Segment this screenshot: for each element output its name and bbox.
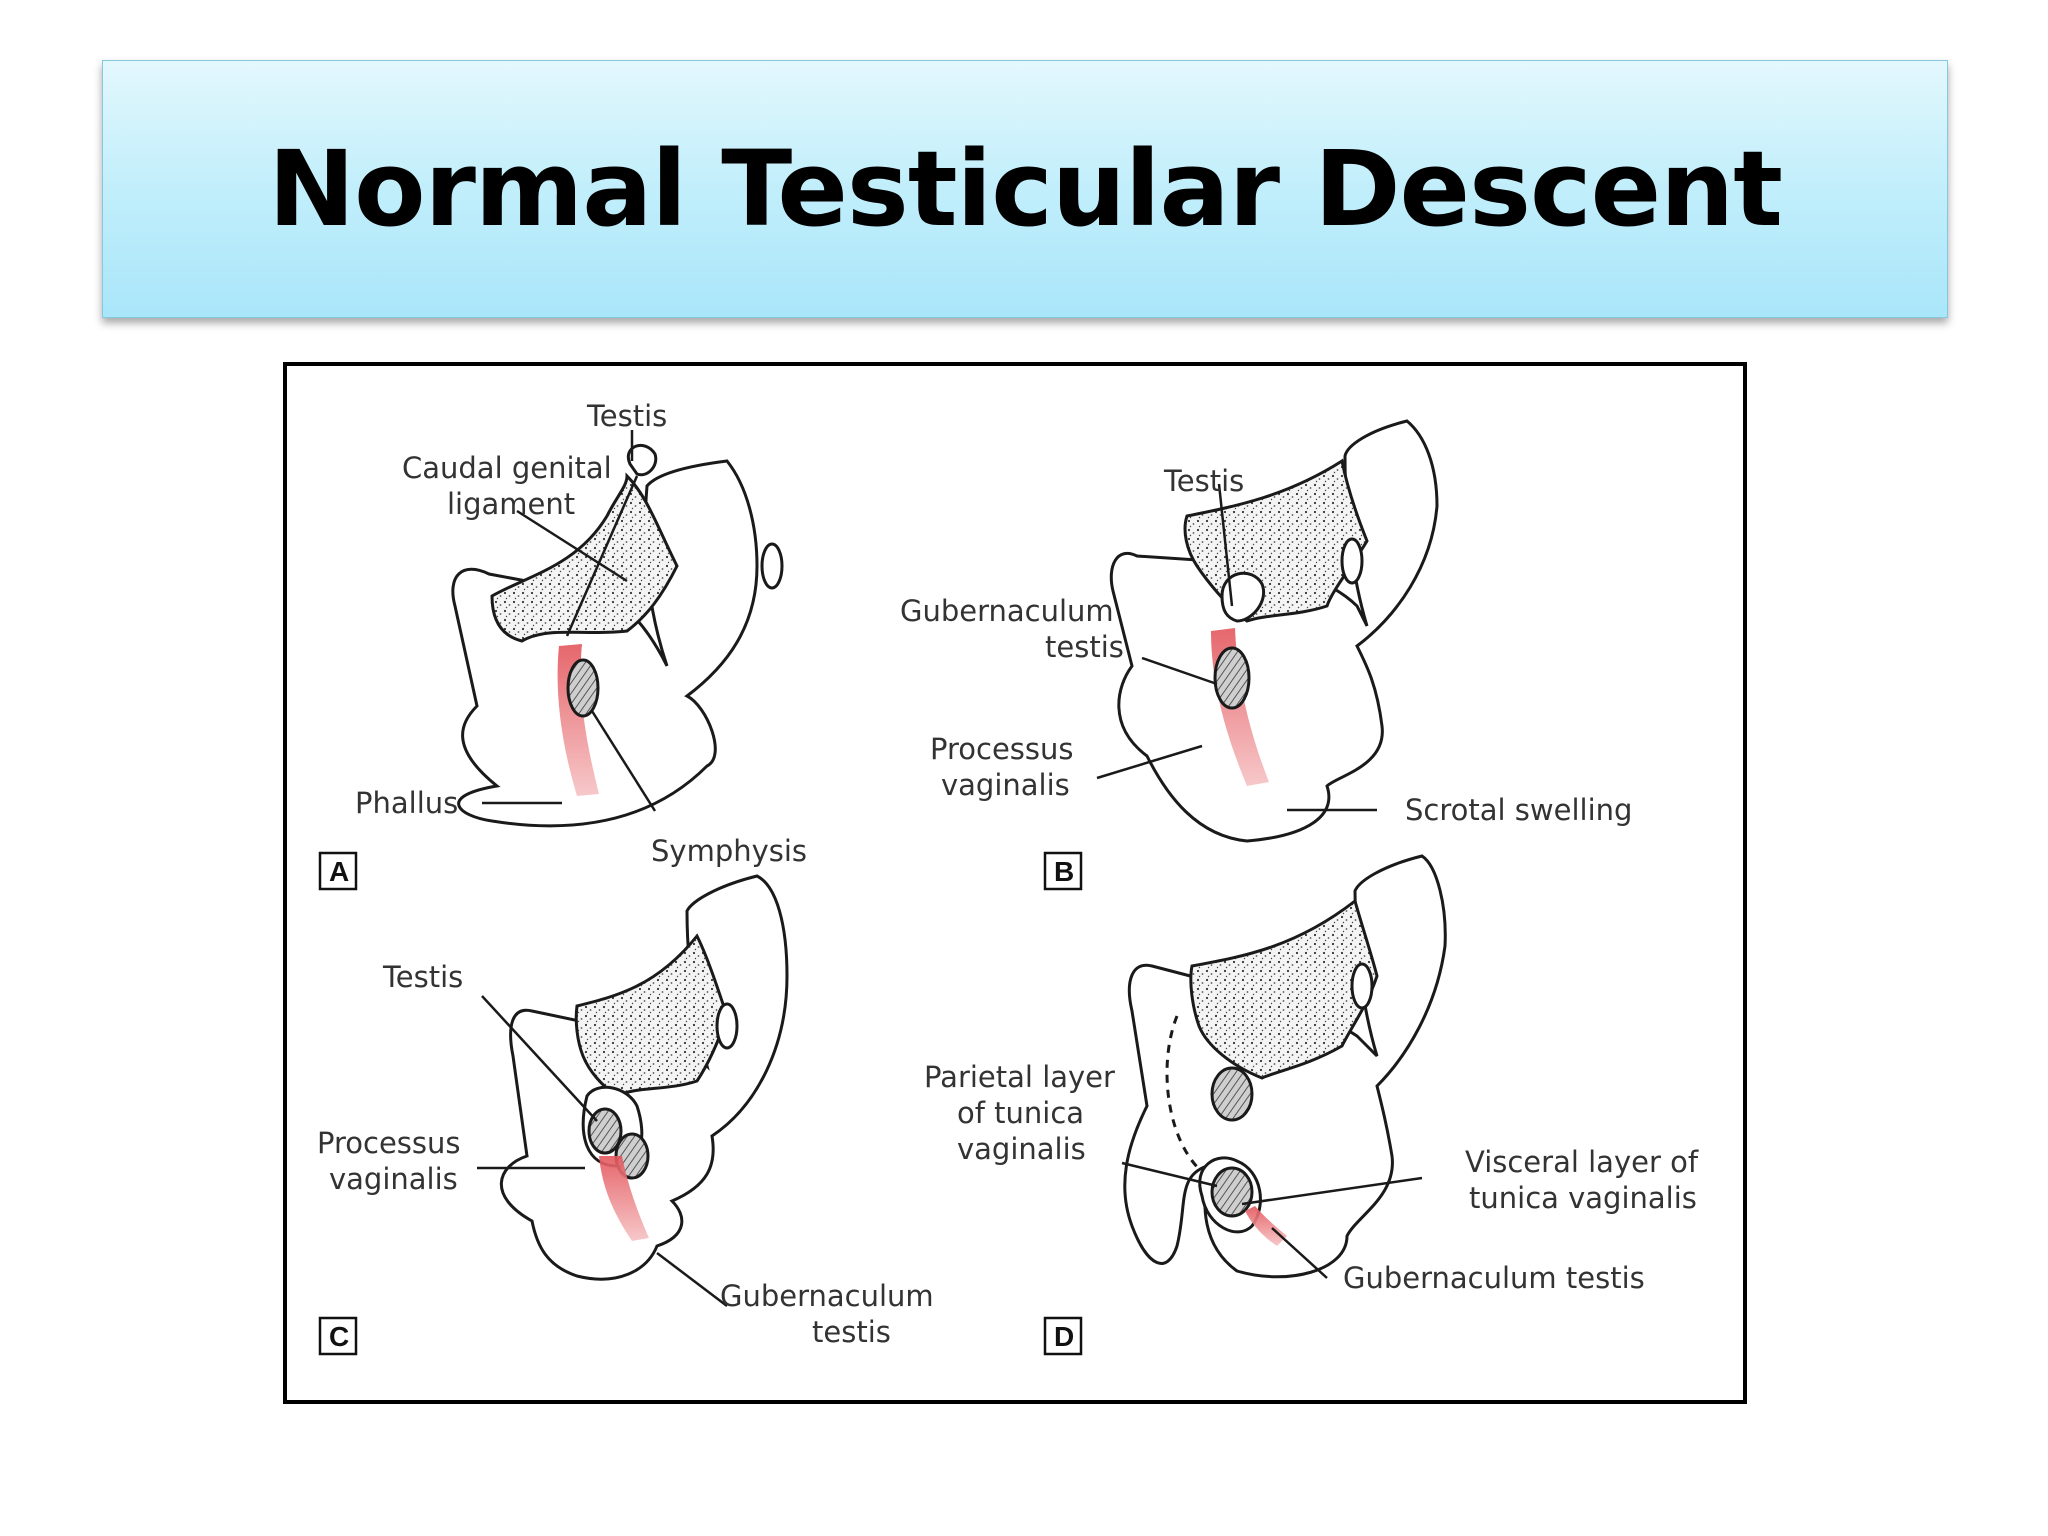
panel-c-pelvis xyxy=(574,933,729,1098)
label-b-proc-line1: Processus xyxy=(930,732,1074,766)
label-d-parietal-line2: of tunica xyxy=(957,1096,1084,1130)
label-a-symphysis: Symphysis xyxy=(651,834,807,868)
label-c-testis: Testis xyxy=(382,960,463,994)
leader-c-testis xyxy=(481,995,598,1122)
label-d-visceral-line1: Visceral layer of xyxy=(1465,1145,1699,1179)
panel-d-gubernaculum xyxy=(1245,1206,1287,1246)
panel-b-testis xyxy=(1220,571,1266,623)
label-c-gub-line2: testis xyxy=(812,1315,891,1349)
leader-d-gubernaculum xyxy=(1271,1227,1328,1279)
leader-a-caudal xyxy=(516,509,628,583)
panel-d-canal xyxy=(1350,962,1374,1010)
panel-d-testis-lower xyxy=(1210,1166,1254,1218)
panel-a-ligament xyxy=(565,475,639,637)
panel-c: Testis Processus vaginalis Gubernaculum … xyxy=(317,874,934,1356)
panel-b-body-outline xyxy=(1109,419,1439,843)
panel-d-letter-box xyxy=(1043,1316,1083,1356)
label-b-gub-line2: testis xyxy=(1045,630,1124,664)
panel-a-letter: A xyxy=(329,856,349,887)
label-a-caudal-line2: ligament xyxy=(447,487,575,521)
panel-d: Parietal layer of tunica vaginalis Visce… xyxy=(924,854,1699,1356)
label-b-testis: Testis xyxy=(1163,464,1244,498)
panel-a-testis xyxy=(626,443,658,477)
panel-a-symphysis xyxy=(566,658,600,718)
panel-b-processus xyxy=(1213,646,1251,710)
label-a-testis: Testis xyxy=(586,399,667,433)
leader-b-gubernaculum xyxy=(1141,656,1218,686)
label-b-proc-line2: vaginalis xyxy=(941,768,1070,802)
panel-a-pelvis xyxy=(490,472,679,643)
label-b-scrotal: Scrotal swelling xyxy=(1405,793,1632,827)
panel-c-canal xyxy=(715,1002,739,1050)
label-c-proc-line2: vaginalis xyxy=(329,1162,458,1196)
panel-d-pelvis xyxy=(1189,898,1379,1080)
label-d-visceral-line2: tunica vaginalis xyxy=(1469,1181,1697,1215)
leader-b-testis xyxy=(1217,483,1234,607)
slide-title: Normal Testicular Descent xyxy=(268,128,1783,250)
panel-c-gubernaculum xyxy=(599,1156,649,1241)
panel-b-letter-box xyxy=(1043,851,1083,891)
leader-d-parietal xyxy=(1121,1161,1218,1188)
leader-c-gubernaculum xyxy=(656,1252,728,1307)
panel-b: Testis Gubernaculum testis Processus vag… xyxy=(900,419,1632,891)
label-d-parietal-line1: Parietal layer xyxy=(924,1060,1115,1094)
panel-d-letter: D xyxy=(1054,1321,1074,1352)
panel-a: Testis Caudal genital ligament Phallus S… xyxy=(318,399,807,891)
panel-d-processus-dashed xyxy=(1165,1015,1208,1178)
panel-b-canal xyxy=(1340,537,1364,585)
anatomy-figure: Testis Caudal genital ligament Phallus S… xyxy=(283,362,1747,1404)
label-c-proc-line1: Processus xyxy=(317,1126,461,1160)
panel-b-letter: B xyxy=(1054,856,1074,887)
label-c-gub-line1: Gubernaculum xyxy=(720,1279,934,1313)
panel-c-letter-box xyxy=(318,1316,358,1356)
label-d-gubernaculum: Gubernaculum testis xyxy=(1343,1261,1645,1295)
label-d-parietal-line3: vaginalis xyxy=(957,1132,1086,1166)
leader-b-processus xyxy=(1096,744,1203,780)
label-a-caudal-line1: Caudal genital xyxy=(402,451,612,485)
label-a-phallus: Phallus xyxy=(355,786,458,820)
panel-d-testis-upper xyxy=(1210,1066,1254,1122)
leader-a-symphysis xyxy=(590,710,657,812)
anatomy-diagram: Testis Caudal genital ligament Phallus S… xyxy=(317,399,1699,1356)
leader-d-visceral xyxy=(1241,1176,1423,1206)
panel-a-canal xyxy=(760,542,784,590)
panel-a-letter-box xyxy=(318,851,358,891)
title-banner: Normal Testicular Descent xyxy=(102,60,1948,318)
panel-c-letter: C xyxy=(329,1321,349,1352)
label-b-gub-line1: Gubernaculum xyxy=(900,594,1114,628)
